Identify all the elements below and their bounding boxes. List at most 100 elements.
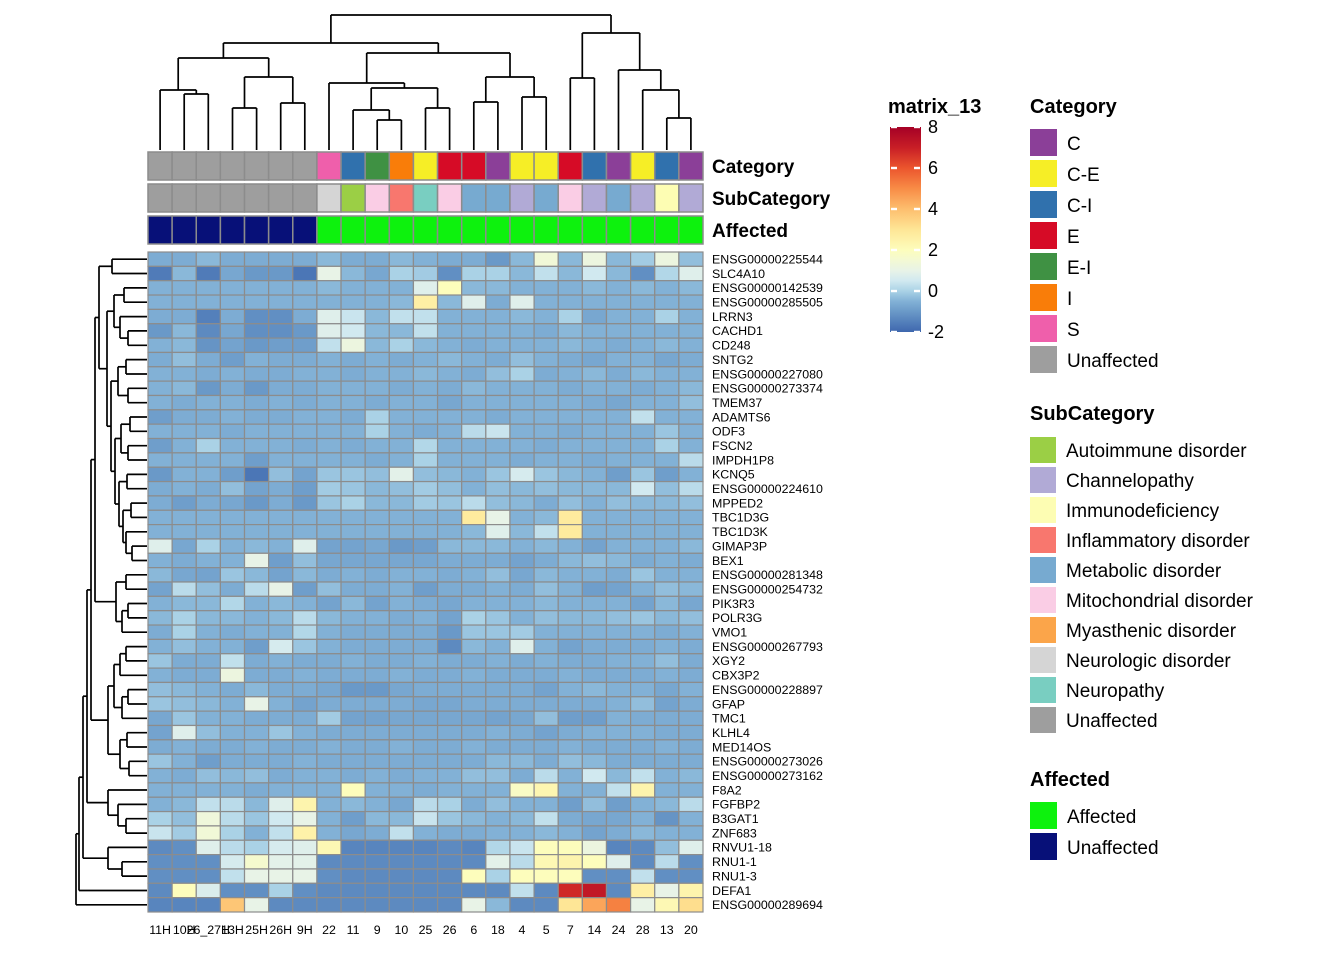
row-label: CD248 [712, 339, 751, 353]
heatmap-cell [340, 409, 366, 425]
colorbar-tick [914, 166, 920, 170]
heatmap-cell [243, 595, 270, 612]
heatmap-cell [388, 667, 415, 684]
annotation-cell [171, 183, 198, 213]
heatmap-cell [364, 724, 390, 741]
row-label: SLC4A10 [712, 267, 765, 281]
heatmap-cell [195, 624, 221, 640]
heatmap-cell [364, 380, 390, 397]
heatmap-cell [147, 581, 173, 597]
heatmap-cell [630, 351, 656, 368]
heatmap-cell [171, 782, 197, 798]
heatmap-cell [316, 868, 342, 884]
annotation-cell [460, 183, 487, 213]
heatmap-cell [364, 739, 390, 755]
heatmap-cell [195, 337, 221, 354]
heatmap-cell [243, 308, 270, 325]
heatmap-cell [243, 767, 270, 784]
heatmap-cell [436, 796, 463, 813]
heatmap-cell [340, 567, 366, 583]
heatmap-cell [171, 437, 197, 454]
annotation-cell [316, 215, 342, 245]
legend-item-label: Unaffected [1067, 351, 1159, 372]
heatmap-cell [630, 552, 656, 569]
heatmap-grid [147, 251, 704, 913]
annotation-cell [509, 215, 535, 245]
heatmap-cell [654, 380, 680, 397]
heatmap-cell [509, 681, 535, 698]
heatmap-cell [268, 810, 294, 827]
heatmap-cell [195, 595, 221, 612]
annotation-cell [388, 215, 415, 245]
heatmap-cell [461, 724, 487, 741]
heatmap-cell [388, 337, 415, 354]
heatmap-cell [581, 753, 608, 770]
heatmap-cell [581, 280, 608, 296]
heatmap-cell [171, 323, 197, 339]
row-label: IMPDH1P8 [712, 453, 774, 467]
heatmap-cell [171, 394, 197, 411]
heatmap-cell [678, 610, 704, 626]
heatmap-cell [147, 409, 173, 425]
heatmap-cell [630, 251, 656, 267]
heatmap-cell [340, 423, 366, 440]
heatmap-cell [219, 825, 246, 841]
heatmap-cell [268, 351, 294, 368]
heatmap-cell [316, 308, 342, 325]
row-label: RNU1-1 [712, 855, 757, 869]
heatmap-cell [461, 323, 487, 339]
heatmap-cell [630, 466, 656, 483]
heatmap-cell [171, 810, 197, 827]
heatmap-cell [243, 581, 270, 597]
heatmap-cell [147, 394, 173, 411]
heatmap-cell [605, 610, 632, 626]
heatmap-cell [364, 409, 390, 425]
heatmap-cell [485, 509, 511, 526]
heatmap-cell [147, 337, 173, 354]
heatmap-cell [605, 882, 632, 899]
heatmap-cell [292, 552, 318, 569]
column-label: 10H [173, 923, 196, 937]
heatmap-cell [340, 323, 366, 339]
heatmap-cell [268, 452, 294, 468]
heatmap-cell [147, 638, 173, 655]
colorbar-tick [891, 207, 897, 211]
heatmap-cell [678, 466, 704, 483]
heatmap-cell [630, 782, 656, 798]
heatmap-cell [630, 710, 656, 727]
heatmap-cell [412, 538, 439, 554]
heatmap-cell [533, 323, 559, 339]
heatmap-cell [316, 366, 342, 382]
heatmap-cell [195, 753, 221, 770]
heatmap-cell [147, 724, 173, 741]
heatmap-cell [364, 308, 390, 325]
heatmap-cell [533, 868, 559, 884]
heatmap-cell [340, 466, 366, 483]
heatmap-cell [268, 667, 294, 684]
heatmap-cell [292, 509, 318, 526]
heatmap-cell [509, 265, 535, 282]
heatmap-cell [171, 581, 197, 597]
heatmap-cell [509, 351, 535, 368]
heatmap-cell [171, 854, 197, 870]
heatmap-cell [340, 897, 366, 913]
heatmap-cell [557, 552, 583, 569]
column-label: 6 [470, 923, 477, 937]
heatmap-cell [485, 323, 511, 339]
heatmap-cell [243, 509, 270, 526]
heatmap-cell [557, 524, 583, 540]
row-labels: ENSG00000225544SLC4A10ENSG00000142539ENS… [712, 253, 823, 913]
heatmap-cell [412, 767, 439, 784]
heatmap-cell [292, 351, 318, 368]
heatmap-cell [436, 380, 463, 397]
heatmap-cell [195, 839, 221, 856]
heatmap-cell [509, 394, 535, 411]
heatmap-cell [509, 624, 535, 640]
heatmap-cell [605, 854, 632, 870]
heatmap-cell [340, 681, 366, 698]
heatmap-cell [412, 825, 439, 841]
heatmap-cell [292, 466, 318, 483]
heatmap-cell [654, 868, 680, 884]
heatmap-cell [147, 423, 173, 440]
